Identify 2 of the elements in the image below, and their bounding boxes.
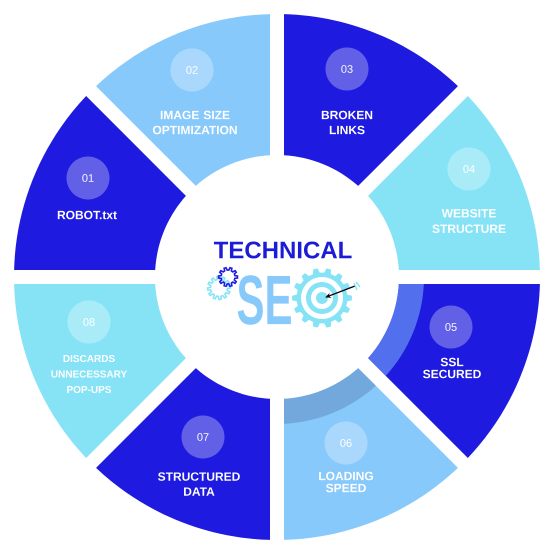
heading-letters: SE: [238, 275, 291, 325]
title: TECHNICAL: [214, 242, 352, 258]
